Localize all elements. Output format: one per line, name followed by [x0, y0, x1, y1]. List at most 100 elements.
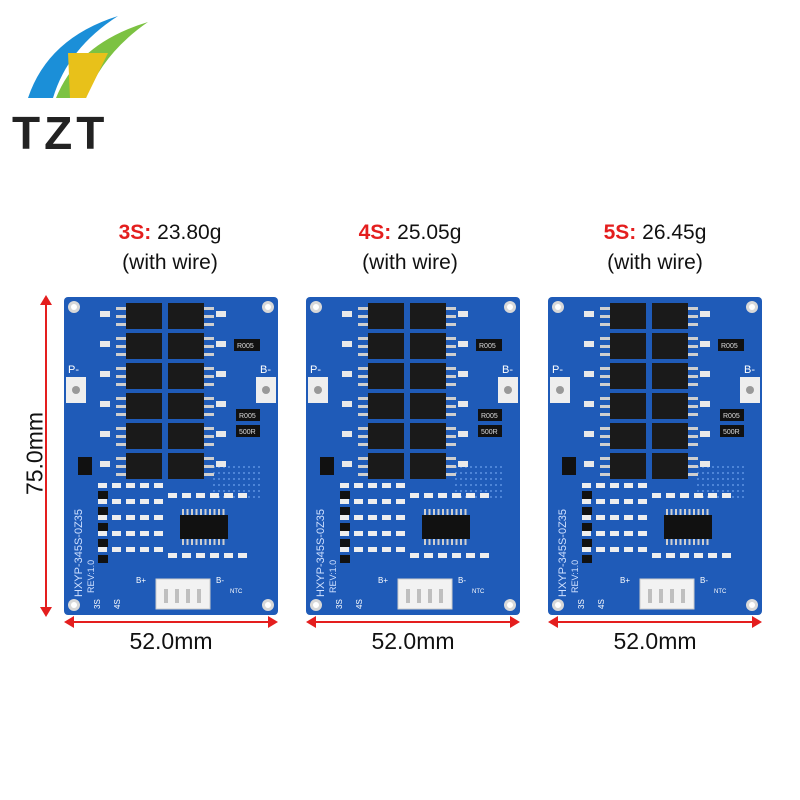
smd-component: [210, 553, 219, 558]
via-dot: [480, 472, 482, 474]
mounting-hole-center: [313, 304, 319, 310]
via-dot: [465, 490, 467, 492]
mounting-hole-center: [555, 304, 561, 310]
via-dot: [455, 478, 457, 480]
chip-lead: [116, 345, 126, 348]
protection-ic: [664, 515, 712, 539]
smd-component: [382, 547, 391, 552]
mosfet-chip: [410, 453, 446, 479]
via-dot: [712, 490, 714, 492]
mounting-hole-center: [555, 602, 561, 608]
via-dot: [495, 478, 497, 480]
ic-lead: [222, 509, 225, 515]
via-dot: [485, 466, 487, 468]
via-dot: [742, 496, 744, 498]
b-minus-small-label: B-: [458, 576, 466, 585]
cell-3s-label: 3S: [577, 599, 586, 609]
via-dot: [243, 484, 245, 486]
mosfet-chip: [410, 393, 446, 419]
chip-lead: [204, 337, 214, 340]
ic-lead: [442, 509, 444, 515]
chip-lead: [358, 405, 368, 408]
revision-label: REV:1.0: [570, 560, 580, 593]
ic-lead: [437, 539, 440, 545]
connector-pin: [406, 589, 410, 603]
chip-lead: [688, 367, 698, 370]
mounting-hole-center: [265, 602, 271, 608]
via-dot: [737, 496, 739, 498]
ic-lead: [186, 509, 189, 515]
smd-pad: [458, 311, 468, 317]
smd-component: [424, 493, 433, 498]
smd-transistor: [98, 555, 108, 563]
via-dot: [475, 466, 477, 468]
ntc-label: NTC: [230, 589, 243, 595]
smd-component: [126, 483, 135, 488]
shunt-resistor-label: R005: [721, 343, 738, 350]
smd-transistor: [340, 555, 350, 563]
variant-label-5s: 5S: 26.45g (with wire): [603, 221, 707, 274]
chip-lead: [116, 375, 126, 378]
mosfet-chip: [368, 453, 404, 479]
chip-lead: [688, 383, 698, 386]
chip-lead: [446, 443, 456, 446]
smd-pad: [458, 461, 468, 467]
ic-lead: [706, 509, 709, 515]
chip-lead: [446, 457, 456, 460]
via-dot: [717, 466, 719, 468]
ic-lead: [666, 509, 668, 515]
smd-component: [452, 553, 461, 558]
smd-component: [168, 493, 177, 498]
ic-lead: [428, 539, 431, 545]
smd-component: [666, 553, 675, 558]
smd-component: [722, 493, 731, 498]
chip-lead: [688, 435, 698, 438]
smd-pad: [100, 461, 110, 467]
via-dot: [742, 478, 744, 480]
smd-component: [424, 553, 433, 558]
via-dot: [248, 496, 250, 498]
mosfet-chip: [610, 393, 646, 419]
smd-pad: [342, 311, 352, 317]
via-dot: [712, 484, 714, 486]
smd-component: [396, 531, 405, 536]
chip-lead: [116, 443, 126, 446]
smd-transistor: [582, 491, 592, 499]
smd-component: [354, 499, 363, 504]
mosfet-chip: [126, 453, 162, 479]
shunt-resistor-label: 500R: [723, 429, 740, 436]
via-dot: [248, 478, 250, 480]
ic-lead: [204, 509, 207, 515]
chip-lead: [688, 427, 698, 430]
smd-component: [154, 483, 163, 488]
chip-lead: [446, 375, 456, 378]
smd-component: [112, 531, 121, 536]
ic-lead: [424, 539, 426, 545]
protection-ic: [180, 515, 228, 539]
smd-pad: [458, 401, 468, 407]
smd-component: [722, 553, 731, 558]
via-dot: [732, 472, 734, 474]
via-dot: [465, 484, 467, 486]
via-dot: [712, 466, 714, 468]
via-dot: [253, 484, 255, 486]
via-dot: [228, 490, 230, 492]
chip-lead: [116, 315, 126, 318]
via-dot: [460, 484, 462, 486]
ic-lead: [204, 539, 207, 545]
smd-component: [596, 483, 605, 488]
via-dot: [258, 484, 260, 486]
smd-pad: [700, 431, 710, 437]
via-dot: [722, 490, 724, 492]
mosfet-chip: [652, 363, 688, 389]
smd-pad: [458, 341, 468, 347]
smd-pad: [700, 461, 710, 467]
via-dot: [455, 484, 457, 486]
shunt-resistor: [720, 409, 744, 421]
chip-lead: [446, 473, 456, 476]
via-dot: [253, 472, 255, 474]
ic-lead: [222, 539, 225, 545]
via-dot: [732, 496, 734, 498]
chip-lead: [204, 473, 214, 476]
via-dot: [228, 472, 230, 474]
